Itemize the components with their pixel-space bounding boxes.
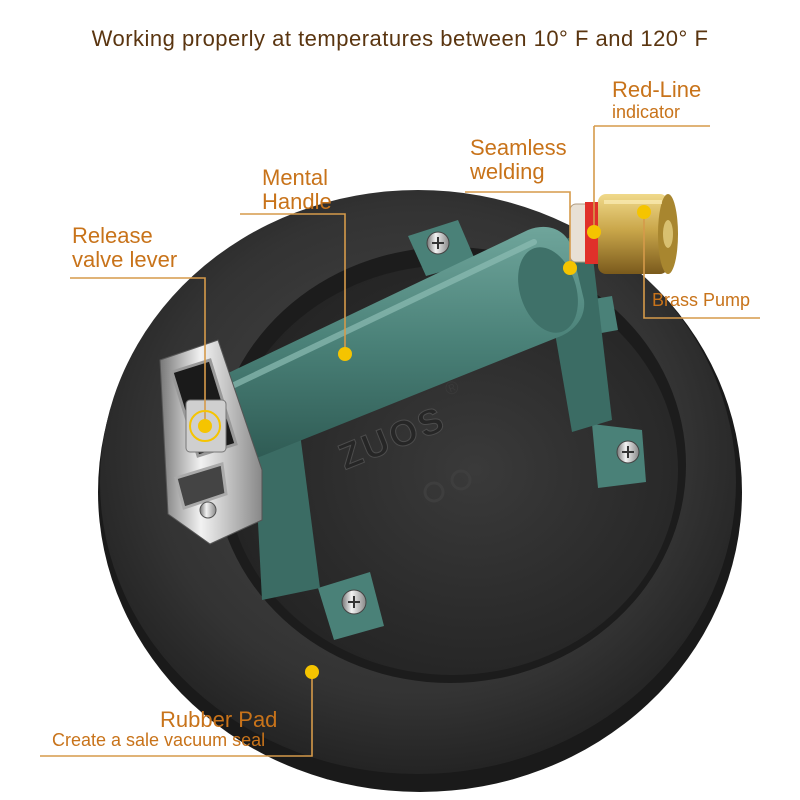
callout-rubber-line2: Create a sale vacuum seal (52, 730, 266, 750)
callout-red-line-title: Red-Line (612, 77, 702, 102)
callout-rubber-pad-sub: Create a sale vacuum seal (52, 730, 265, 750)
callout-seamless-welding: Seamless welding (470, 136, 567, 184)
callout-brass-pump: Brass Pump (652, 290, 750, 310)
callout-handle-line1: Mental (262, 165, 329, 190)
red-line-marker (587, 225, 601, 239)
callout-red-line-sub: indicator (612, 102, 681, 122)
release-leader (70, 277, 206, 426)
callout-brass-line1: Brass Pump (652, 290, 751, 310)
callout-handle-line2: Handle (262, 189, 332, 214)
callout-release-line1: Release (72, 223, 153, 248)
rubber-marker (305, 665, 319, 679)
brass-marker (637, 205, 651, 219)
temperature-headline: Working properly at temperatures between… (91, 26, 709, 51)
callout-release-line2: valve lever (72, 247, 178, 272)
mounting-bracket-top (408, 220, 476, 276)
callout-markers (189, 205, 651, 679)
rubber-leader (40, 672, 313, 757)
callout-release-valve: Release valve lever (72, 224, 177, 272)
brass-leader (643, 212, 760, 319)
seamless-leader (465, 191, 571, 268)
brass-pump (569, 194, 678, 274)
handle-leader (240, 213, 346, 354)
callout-rubber-line1: Rubber Pad (160, 707, 278, 732)
callout-rubber-pad: Rubber Pad (160, 708, 277, 732)
release-marker-ring (189, 410, 221, 442)
callout-seamless-line2: welding (470, 159, 545, 184)
mounting-bracket-bottom (318, 572, 384, 640)
handle-marker (338, 347, 352, 361)
callout-red-line: Red-Line indicator (612, 77, 702, 123)
seamless-marker (563, 261, 577, 275)
red-line-leader (593, 125, 710, 232)
release-marker (198, 419, 212, 433)
metal-handle (222, 226, 612, 600)
callout-metal-handle: Mental Handle (262, 166, 332, 214)
leader-lines (40, 125, 760, 757)
callout-seamless-line1: Seamless (470, 135, 567, 160)
